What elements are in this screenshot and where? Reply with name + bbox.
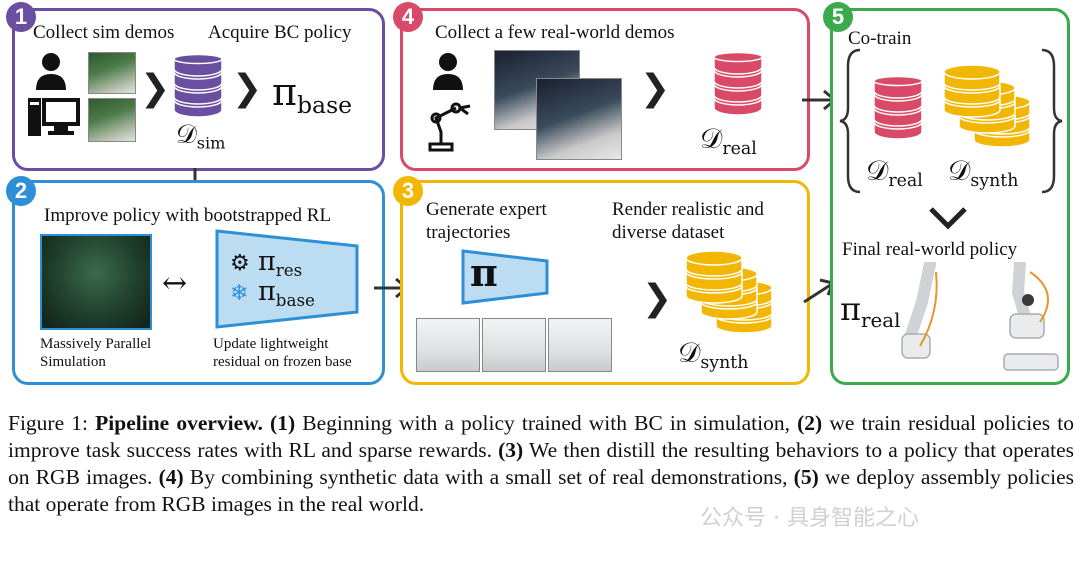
sim-demo-image-1 bbox=[88, 52, 136, 94]
real-demo-image-2 bbox=[536, 78, 622, 160]
database-real-icon bbox=[713, 52, 763, 116]
step-badge-2: 2 bbox=[6, 176, 36, 206]
acquire-bc-policy-label: Acquire BC policy bbox=[208, 22, 352, 43]
generate-trajectories-line1: Generate expert bbox=[426, 199, 547, 220]
d-synth-label: 𝒟synth bbox=[678, 336, 749, 374]
chevron-right-icon: ❯ bbox=[642, 278, 673, 319]
database-synth-stack-icon bbox=[943, 64, 1031, 148]
parallel-simulation-image bbox=[40, 234, 152, 330]
trajectory-frame-1 bbox=[416, 318, 480, 372]
database-synth-stack-icon bbox=[685, 250, 773, 334]
cotrain-braces bbox=[839, 48, 1063, 194]
render-dataset-line1: Render realistic and bbox=[612, 199, 764, 220]
pi-expert-label: π bbox=[470, 250, 498, 295]
pi-res-label: πres bbox=[258, 246, 303, 280]
step-badge-5: 5 bbox=[823, 2, 853, 32]
pi-real-label: πreal bbox=[840, 290, 901, 332]
database-real-icon bbox=[873, 76, 923, 140]
collect-real-demos-title: Collect a few real-world demos bbox=[435, 22, 675, 43]
d-real-cotrain-label: 𝒟real bbox=[866, 154, 923, 192]
chevron-right-icon: ❯ bbox=[140, 68, 171, 109]
d-sim-label: 𝒟sim bbox=[176, 120, 226, 153]
residual-caption-line1: Update lightweight bbox=[213, 336, 329, 352]
step-badge-3: 3 bbox=[393, 176, 423, 206]
swap-arrow-icon: ↔ bbox=[162, 266, 188, 301]
render-dataset-line2: diverse dataset bbox=[612, 222, 725, 243]
real-robot-arms-image bbox=[901, 262, 1059, 371]
trajectory-frame-3 bbox=[548, 318, 612, 372]
cotrain-label: Co-train bbox=[848, 28, 912, 49]
final-policy-label: Final real-world policy bbox=[842, 239, 1018, 260]
residual-policy-shape bbox=[215, 229, 359, 329]
snowflake-icon: ❄ bbox=[230, 281, 249, 306]
trajectory-frame-2 bbox=[482, 318, 546, 372]
d-real-label: 𝒟real bbox=[700, 122, 757, 160]
chevron-right-icon: ❯ bbox=[232, 68, 263, 109]
watermark: 公众号 · 具身智能之心 bbox=[700, 506, 919, 531]
sim-caption-line1: Massively Parallel bbox=[40, 336, 152, 352]
sim-demo-image-2 bbox=[88, 98, 136, 142]
improve-policy-title: Improve policy with bootstrapped RL bbox=[44, 205, 332, 226]
chevron-right-icon: ❯ bbox=[640, 68, 671, 109]
gear-icon: ⚙ bbox=[230, 251, 250, 276]
expert-policy-shape bbox=[461, 249, 549, 305]
step-badge-1: 1 bbox=[6, 2, 36, 32]
step-badge-4: 4 bbox=[393, 2, 423, 32]
generate-trajectories-line2: trajectories bbox=[426, 222, 511, 243]
d-synth-cotrain-label: 𝒟synth bbox=[948, 154, 1019, 192]
pi-base-frozen-label: πbase bbox=[258, 276, 315, 310]
database-sim-icon bbox=[173, 54, 223, 118]
sim-caption-line2: Simulation bbox=[40, 354, 106, 370]
person-computer-icon bbox=[28, 53, 80, 136]
pi-base-label: πbase bbox=[272, 70, 353, 120]
residual-caption-line2: residual on frozen base bbox=[213, 354, 352, 370]
figure-caption: Figure 1: Pipeline overview. (1) Beginni… bbox=[8, 411, 1075, 516]
chevron-down-icon bbox=[929, 207, 967, 230]
person-robot-arm-icon bbox=[428, 53, 471, 152]
collect-sim-demos-label: Collect sim demos bbox=[33, 22, 175, 43]
